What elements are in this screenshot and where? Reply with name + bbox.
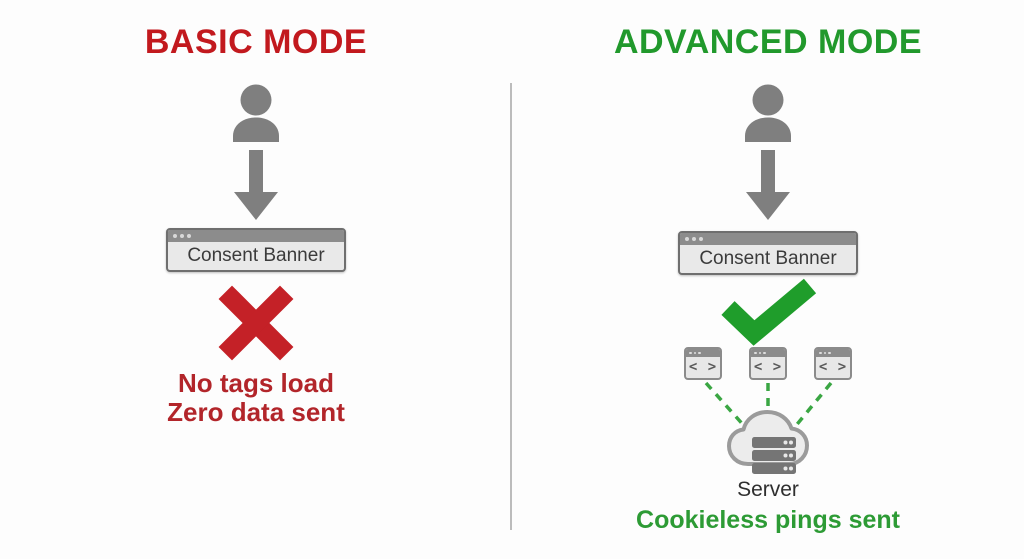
user-icon <box>233 84 279 142</box>
window-dot <box>173 234 177 238</box>
code-glyph: < > <box>753 359 783 375</box>
window-dot <box>763 351 766 355</box>
window-dot <box>699 237 703 241</box>
basic-result-line2: Zero data sent <box>167 397 345 427</box>
window-dot <box>819 351 822 355</box>
tag-icon: < > <box>684 347 722 380</box>
tag-icon: < > <box>749 347 787 380</box>
basic-mode-title: BASIC MODE <box>144 23 368 61</box>
consent-banner-label: Consent Banner <box>187 245 325 266</box>
code-glyph: < > <box>818 359 848 375</box>
code-glyph: < > <box>688 359 718 375</box>
window-dot <box>754 351 757 355</box>
window-dot <box>685 237 689 241</box>
basic-result-line1: No tags load <box>177 368 334 398</box>
window-titlebar <box>751 349 785 357</box>
server-label: Server <box>737 478 799 501</box>
consent-banner-window: Consent Banner <box>166 228 346 272</box>
advanced-mode-title: ADVANCED MODE <box>613 23 923 61</box>
window-dot <box>187 234 191 238</box>
tag-icon: < > <box>814 347 852 380</box>
checkmark-icon <box>721 278 817 346</box>
window-titlebar <box>816 349 850 357</box>
window-titlebar <box>686 349 720 357</box>
advanced-caption: Cookieless pings sent <box>636 506 900 534</box>
window-dot <box>828 351 831 355</box>
window-dot <box>698 351 701 355</box>
window-dot <box>823 351 826 355</box>
consent-banner-label: Consent Banner <box>699 248 837 269</box>
window-dot <box>758 351 761 355</box>
user-icon <box>745 84 791 142</box>
window-dot <box>689 351 692 355</box>
cloud-server-icon <box>727 410 809 474</box>
arrow-down-icon <box>746 150 790 220</box>
x-mark-icon <box>218 285 294 361</box>
window-dot <box>692 237 696 241</box>
window-titlebar <box>680 233 856 245</box>
consent-banner-window: Consent Banner <box>678 231 858 275</box>
arrow-down-icon <box>234 150 278 220</box>
window-dot <box>180 234 184 238</box>
window-dot <box>693 351 696 355</box>
window-titlebar <box>168 230 344 242</box>
divider-line <box>510 83 512 530</box>
